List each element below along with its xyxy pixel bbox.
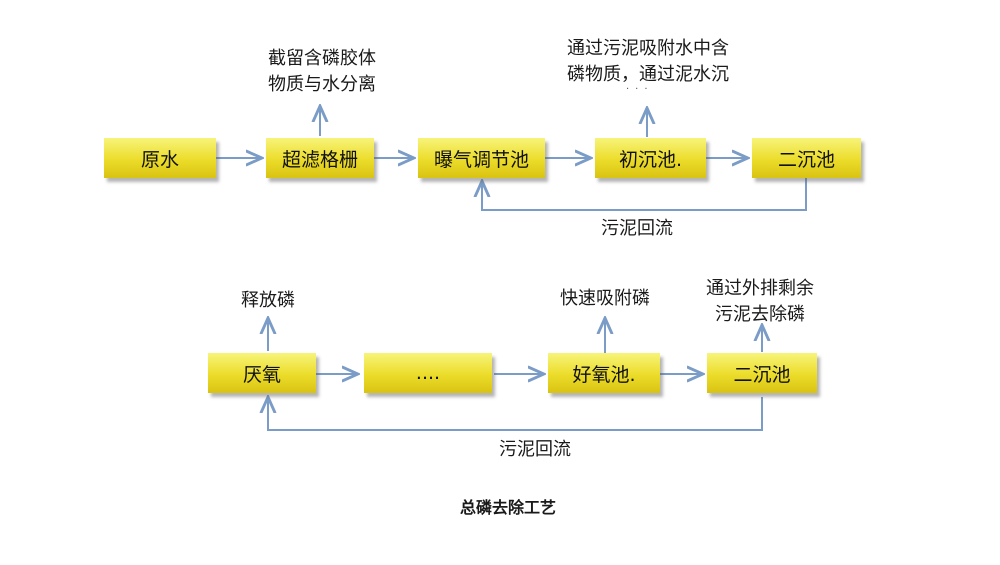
box-aerobic-tank: 好氧池. xyxy=(548,353,660,393)
note-secondary-bottom: 通过外排剩余 污泥去除磷 xyxy=(706,278,814,325)
box-primary-tank: 初沉池. xyxy=(595,138,706,178)
note-aerobic: 快速吸附磷 xyxy=(560,288,650,309)
label-bottom-return: 污泥回流 xyxy=(499,439,571,460)
label-top-return: 污泥回流 xyxy=(601,218,673,239)
diagram-caption: 总磷去除工艺 xyxy=(460,498,557,517)
truncated-text-fragment: ··· xyxy=(626,84,654,95)
box-anaerobic: 厌氧 xyxy=(208,353,316,393)
note-screen: 截留含磷胶体 物质与水分离 xyxy=(268,48,376,95)
box-screen: 超滤格栅 xyxy=(266,138,374,178)
box-secondary-tank-top: 二沉池 xyxy=(752,138,861,178)
box-ellipsis: .... xyxy=(364,353,492,393)
note-anaerobic: 释放磷 xyxy=(241,290,295,311)
top-return-loop xyxy=(482,178,807,211)
bottom-return-loop xyxy=(268,397,763,431)
note-primary: 通过污泥吸附水中含 磷物质，通过泥水沉 xyxy=(567,38,729,85)
box-secondary-tank-bottom: 二沉池 xyxy=(707,353,817,393)
box-raw-water: 原水 xyxy=(104,138,216,178)
box-aeration-tank: 曝气调节池 xyxy=(418,138,545,178)
